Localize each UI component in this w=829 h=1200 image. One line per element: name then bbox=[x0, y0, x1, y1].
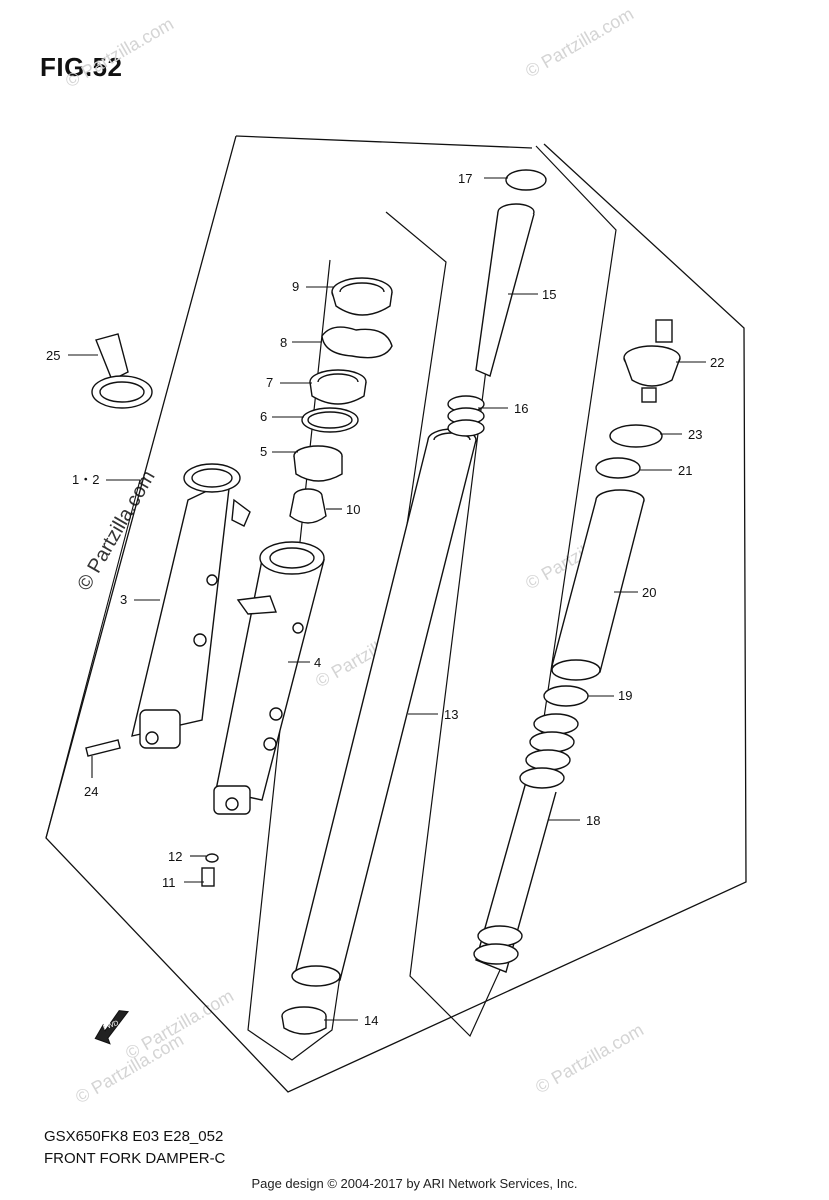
part-11-bolt bbox=[201, 867, 215, 887]
part-25-clip bbox=[91, 333, 153, 409]
callout-9: 9 bbox=[292, 279, 299, 294]
part-8-stopper-ring bbox=[321, 326, 393, 359]
seal-stack bbox=[289, 277, 393, 524]
callout-21: 21 bbox=[678, 463, 692, 478]
outer-frame bbox=[45, 135, 747, 1093]
part-21-washer bbox=[595, 457, 641, 479]
part-19-washer bbox=[543, 685, 589, 707]
part-22-cap-bolt bbox=[655, 319, 673, 343]
callout-3: 3 bbox=[120, 592, 127, 607]
part-3-outer-tube bbox=[131, 463, 251, 749]
callout-11: 11 bbox=[162, 875, 176, 890]
fwd-arrow-icon: FWD bbox=[94, 1010, 129, 1045]
part-4-outer-tube bbox=[213, 541, 325, 815]
watermark-top-left: © Partzilla.com bbox=[62, 13, 177, 91]
part-24-bolt bbox=[85, 739, 121, 757]
leader-lines bbox=[45, 177, 706, 1021]
small-hardware bbox=[85, 739, 219, 887]
callout-14: 14 bbox=[364, 1013, 378, 1028]
callout-20: 20 bbox=[642, 585, 656, 600]
callout-23: 23 bbox=[688, 427, 702, 442]
callout-25: 25 bbox=[46, 348, 60, 363]
cap-and-spring-group bbox=[473, 319, 681, 973]
damper-rod-group bbox=[447, 169, 547, 437]
callout-1-2: 1・2 bbox=[72, 472, 99, 487]
callout-18: 18 bbox=[586, 813, 600, 828]
callout-6: 6 bbox=[260, 409, 267, 424]
part-23-o-ring bbox=[609, 424, 663, 448]
callout-8: 8 bbox=[280, 335, 287, 350]
figure-title: FIG.52 bbox=[40, 52, 123, 82]
callout-labels: 1・2 3 4 5 6 7 8 9 10 11 12 13 14 15 16 1… bbox=[46, 171, 724, 1028]
callout-4: 4 bbox=[314, 655, 321, 670]
callout-5: 5 bbox=[260, 444, 267, 459]
callout-16: 16 bbox=[514, 401, 528, 416]
callout-12: 12 bbox=[168, 849, 182, 864]
figure-code: GSX650FK8 E03 E28_052 bbox=[44, 1128, 224, 1145]
figure-name: FRONT FORK DAMPER-C bbox=[44, 1150, 226, 1167]
callout-7: 7 bbox=[266, 375, 273, 390]
part-17-circlip bbox=[505, 169, 547, 191]
callout-13: 13 bbox=[444, 707, 458, 722]
callout-19: 19 bbox=[618, 688, 632, 703]
callout-24: 24 bbox=[84, 784, 98, 799]
callout-17: 17 bbox=[458, 171, 472, 186]
watermark-bottom-center: © Partzilla.com bbox=[122, 985, 237, 1063]
watermarks: © Partzilla.com © Partzilla.com © Partzi… bbox=[62, 3, 647, 1107]
callout-22: 22 bbox=[710, 355, 724, 370]
copyright-notice: Page design © 2004-2017 by ARI Network S… bbox=[251, 1176, 578, 1191]
part-12-gasket bbox=[205, 853, 219, 863]
callout-10: 10 bbox=[346, 502, 360, 517]
part-18-spring bbox=[475, 781, 557, 973]
watermark-top-right: © Partzilla.com bbox=[522, 3, 637, 81]
inner-panels bbox=[247, 145, 617, 1061]
callout-15: 15 bbox=[542, 287, 556, 302]
watermark-low-right: © Partzilla.com bbox=[532, 1019, 647, 1097]
part-20-spacer bbox=[551, 499, 645, 673]
